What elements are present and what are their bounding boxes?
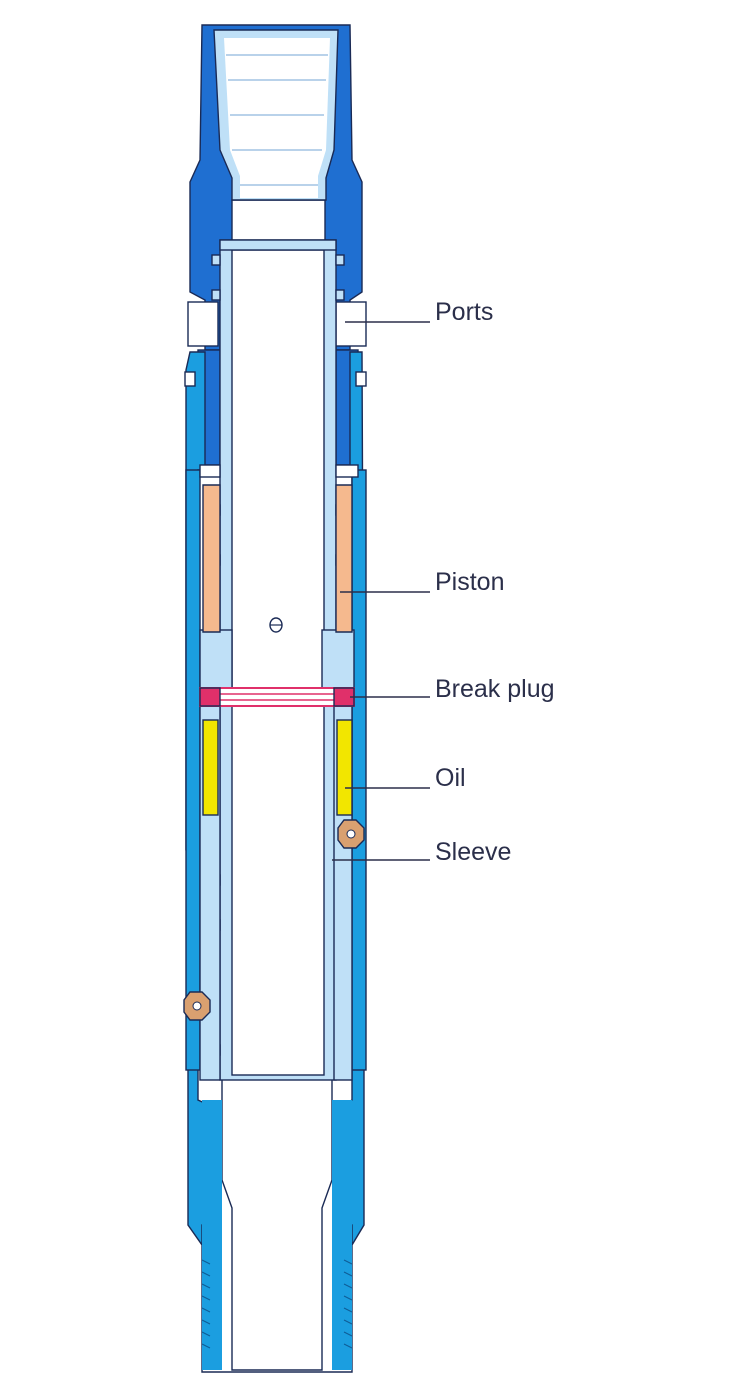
oil-chamber-left xyxy=(202,719,219,816)
port-right xyxy=(335,301,367,347)
label-piston: Piston xyxy=(435,568,504,596)
oil xyxy=(202,719,353,816)
break-plug xyxy=(199,687,355,707)
piston-left xyxy=(202,484,221,633)
screw-right-upper xyxy=(355,371,367,387)
label-break-plug: Break plug xyxy=(435,675,555,703)
screw-left-upper xyxy=(184,371,196,387)
piston xyxy=(199,464,359,633)
sleeve xyxy=(199,239,355,1081)
oil-chamber-right xyxy=(336,719,353,816)
piston-right xyxy=(335,484,353,633)
label-ports: Ports xyxy=(435,298,493,326)
lower-body xyxy=(185,351,367,1373)
label-sleeve: Sleeve xyxy=(435,838,511,866)
label-oil: Oil xyxy=(435,764,466,792)
port-left xyxy=(187,301,219,347)
callouts: Ports Piston Break plug Oil Sleeve xyxy=(332,298,555,866)
seals xyxy=(183,371,367,1021)
